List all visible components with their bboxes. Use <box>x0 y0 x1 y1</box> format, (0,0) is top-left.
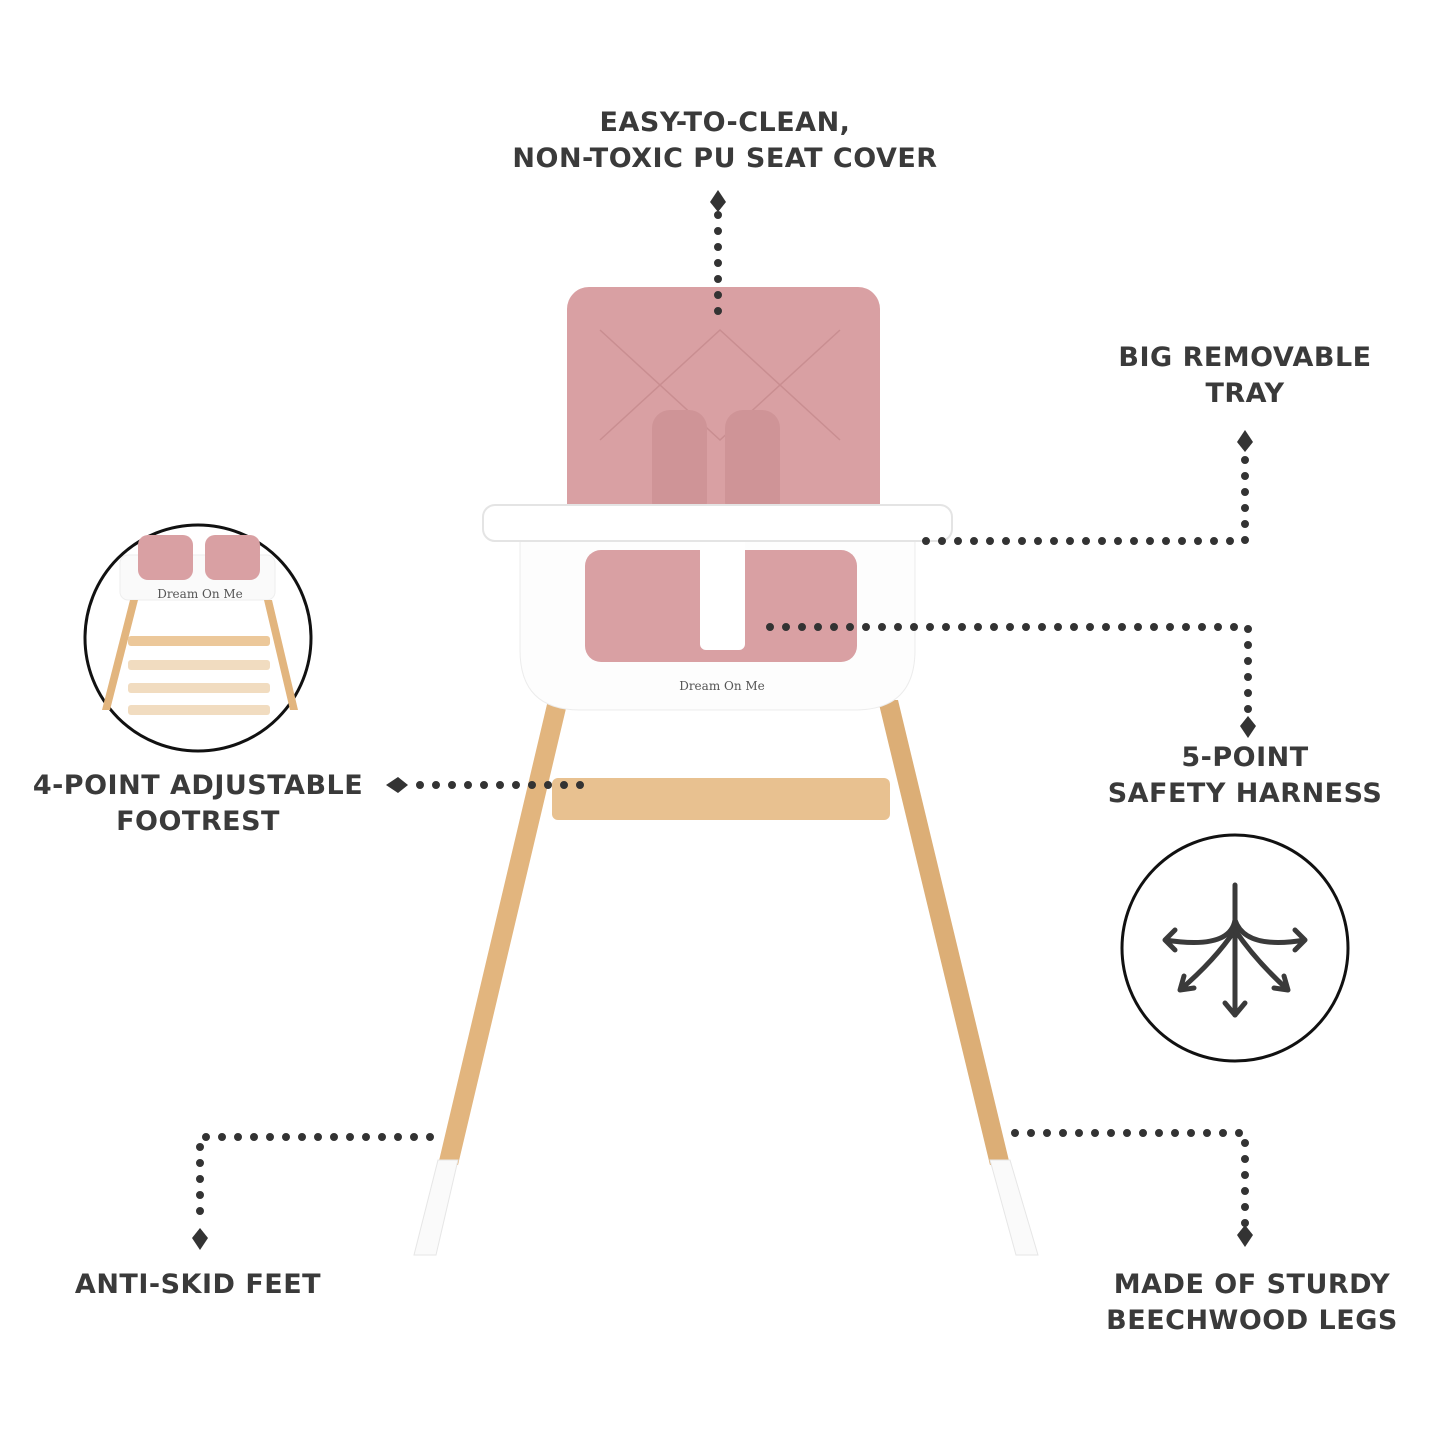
callout-text: 4-POINT ADJUSTABLE <box>32 770 364 801</box>
callout-text: SAFETY HARNESS <box>1107 778 1383 809</box>
harness-icon <box>1120 833 1350 1063</box>
callout-text: EASY-TO-CLEAN, <box>599 107 851 138</box>
brand-logo: Dream On Me <box>679 679 765 693</box>
footrest <box>552 778 890 820</box>
leg-front-left <box>438 700 568 1165</box>
harness-strap-left <box>652 410 707 520</box>
callout-text: FOOTREST <box>116 806 280 837</box>
callout-lines <box>196 211 1252 1229</box>
foot-right <box>989 1159 1039 1256</box>
callout-text: MADE OF STURDY <box>1113 1269 1391 1300</box>
callout-legs: MADE OF STURDY BEECHWOOD LEGS <box>1106 1267 1398 1339</box>
crotch-post <box>700 535 745 650</box>
leg-front-right <box>878 700 1010 1165</box>
callout-text: BIG REMOVABLE <box>1118 342 1372 373</box>
tray <box>482 504 953 542</box>
high-chair: Dream On Me <box>413 287 1039 1256</box>
svg-text:Dream On Me: Dream On Me <box>157 587 243 601</box>
footrest-inset: Dream On Me <box>83 523 313 753</box>
backrest <box>567 287 880 527</box>
callout-tray: BIG REMOVABLE TRAY <box>1118 340 1371 412</box>
callout-harness: 5-POINT SAFETY HARNESS <box>1108 740 1383 812</box>
callout-text: ANTI-SKID FEET <box>74 1269 322 1300</box>
callout-text: 5-POINT <box>1181 742 1309 773</box>
callout-seat-cover: EASY-TO-CLEAN, NON-TOXIC PU SEAT COVER <box>512 105 937 177</box>
callout-footrest: 4-POINT ADJUSTABLE FOOTREST <box>33 768 363 840</box>
callout-arrowheads <box>192 190 1256 1250</box>
callout-text: BEECHWOOD LEGS <box>1106 1305 1398 1336</box>
foot-left <box>413 1159 459 1256</box>
callout-text: TRAY <box>1205 378 1285 409</box>
callout-text: NON-TOXIC PU SEAT COVER <box>512 143 938 174</box>
callout-feet: ANTI-SKID FEET <box>75 1267 321 1303</box>
harness-strap-right <box>725 410 780 520</box>
